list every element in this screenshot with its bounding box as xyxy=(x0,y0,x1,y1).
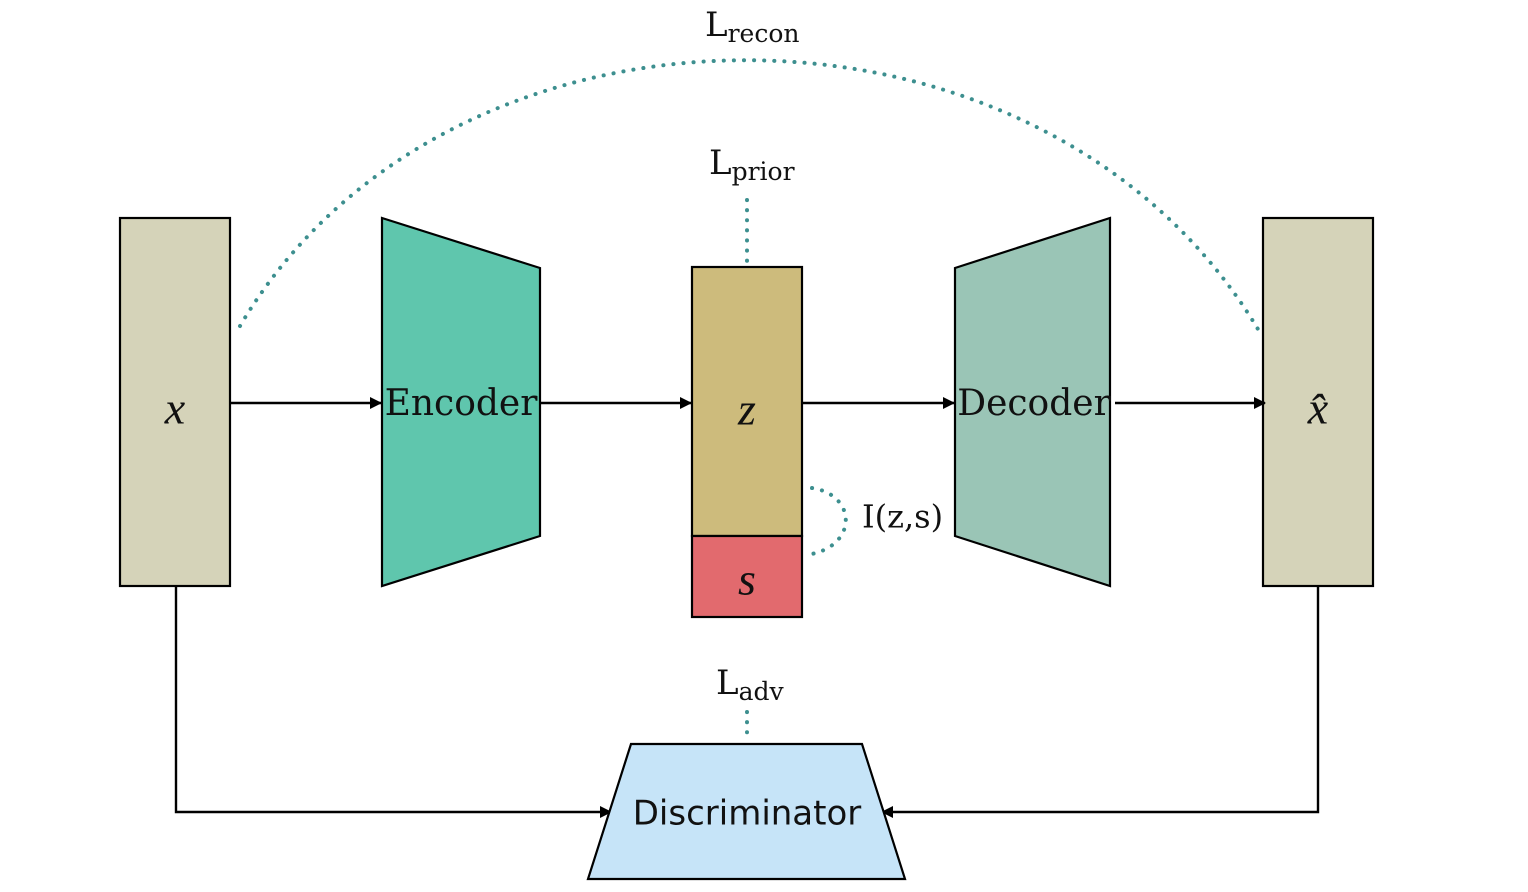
decoder-block xyxy=(953,216,1112,588)
latent-z-label: z xyxy=(737,384,756,435)
recon-loss-arc xyxy=(238,58,1264,338)
prior-loss-label: Lprior xyxy=(709,143,795,186)
mutual-info-bracket xyxy=(804,486,848,557)
arrow-output-to-discriminator xyxy=(881,586,1320,818)
output-xhat-label: x̂ xyxy=(1307,383,1329,434)
decoder-label: Decoder xyxy=(957,383,1111,424)
sensitive-s-block xyxy=(690,534,804,619)
arrow-input-to-discriminator xyxy=(174,586,612,818)
input-x-label: x xyxy=(164,383,186,434)
adv-loss-label: Ladv xyxy=(716,663,784,706)
encoder-label: Encoder xyxy=(385,383,539,424)
encoder-block xyxy=(380,216,542,588)
discriminator-block xyxy=(586,742,907,881)
discriminator-label: Discriminator xyxy=(633,794,862,834)
sensitive-s-label: s xyxy=(738,554,756,605)
mutual-info-label: I(z,s) xyxy=(862,498,943,536)
recon-loss-label: Lrecon xyxy=(705,5,799,48)
